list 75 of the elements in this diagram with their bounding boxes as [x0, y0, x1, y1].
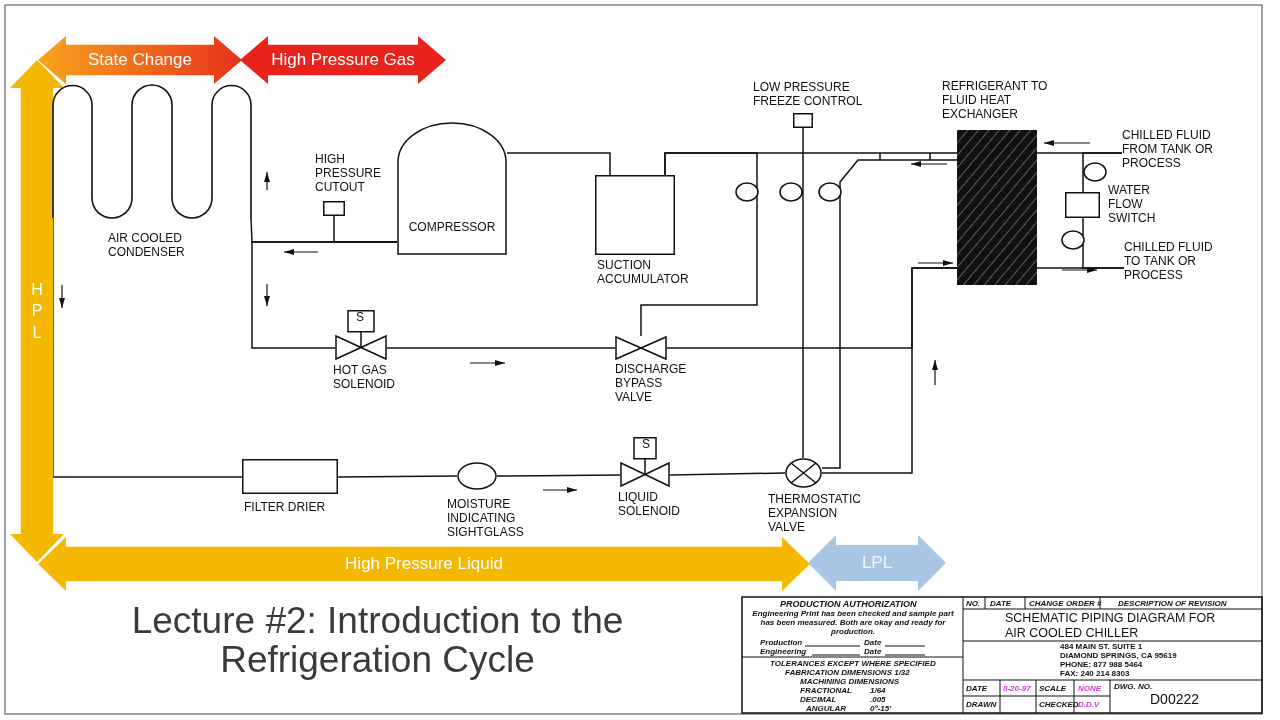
title-block-text: CHECKED — [1039, 700, 1079, 709]
pipe-line — [802, 127, 804, 459]
double-arrow-banner — [808, 535, 946, 591]
component-label: CHILLED FLUID FROM TANK OR PROCESS — [1122, 128, 1214, 170]
pipe-line — [506, 152, 611, 176]
pipe-line — [251, 241, 398, 349]
title-block-text: ANGULAR — [806, 704, 846, 713]
double-arrow-banner — [38, 36, 242, 84]
component-label: LIQUID SOLENOID — [618, 490, 681, 518]
title-block-text: DRAWN — [966, 700, 997, 709]
component-label: SUCTION ACCUMULATOR — [597, 258, 690, 286]
title-block-text: 1/64 — [870, 686, 886, 695]
pipe-line — [640, 152, 758, 337]
component-label: AIR COOLED CONDENSER — [108, 231, 186, 259]
title-block-text: PRODUCTION AUTHORIZATION — [780, 599, 917, 609]
title-block-text: NO. — [966, 599, 981, 608]
double-arrow-banner — [10, 60, 64, 562]
component-label: CHILLED FLUID TO TANK OR PROCESS — [1124, 240, 1214, 282]
component-label: MOISTURE INDICATING SIGHTGLASS — [447, 497, 525, 539]
compressor-tank — [397, 122, 507, 255]
pipe-line — [386, 347, 616, 349]
banner-label: HPL — [30, 279, 44, 343]
title-block-text: DWG. NO. — [1114, 682, 1153, 691]
form-value: D.D.V — [1078, 700, 1100, 709]
form-value: 8-20-97 — [1003, 684, 1031, 693]
pipe-line — [666, 267, 958, 349]
component-label: HIGH PRESSURE CUTOUT — [315, 152, 383, 194]
component-label: WATER FLOW SWITCH — [1108, 183, 1157, 225]
title-block-text: DIAMOND SPRINGS, CA 95619 — [1060, 651, 1177, 660]
title-block-text: SCALE — [1039, 684, 1067, 693]
banner-label: LPL — [861, 553, 893, 573]
double-arrow-banner — [38, 537, 810, 591]
pipe-line — [337, 475, 458, 478]
component-label: HOT GAS SOLENOID — [333, 363, 396, 391]
title-block-text: DATE — [966, 684, 988, 693]
title-block-text: .005 — [870, 695, 886, 704]
pipe-line — [669, 472, 786, 476]
title-block-text: CHANGE ORDER # — [1029, 599, 1102, 608]
solenoid-letter: S — [355, 310, 365, 324]
title-block-text: Date — [864, 647, 882, 656]
title-block-text: Engineering — [760, 647, 807, 656]
component-label: FILTER DRIER — [244, 500, 327, 514]
title-block-text: TOLERANCES EXCEPT WHERE SPECIFIED — [770, 659, 936, 668]
title-block-text: Production — [760, 638, 803, 647]
banner-label: High Pressure Liquid — [345, 554, 503, 574]
component-label: LOW PRESSURE FREEZE CONTROL — [753, 80, 864, 108]
title-block-text: MACHINING DIMENSIONS — [800, 677, 900, 686]
title-block-text: DECIMAL — [800, 695, 837, 704]
double-arrow-banner — [240, 36, 446, 84]
title-block-text: SCHEMATIC PIPING DIAGRAM FOR AIR COOLED CHILLER — [1005, 611, 1217, 641]
title-block-text: 484 MAIN ST. SUITE 1 — [1060, 642, 1143, 651]
title-block-text: D00222 — [1150, 692, 1200, 707]
title-block-text: DATE — [990, 599, 1012, 608]
title-block-text: DESCRIPTION OF REVISION — [1118, 599, 1227, 608]
title-block-text: Date — [864, 638, 882, 647]
banner-label: High Pressure Gas — [271, 50, 415, 70]
title-block-text: FAX: 240 214 8303 — [1060, 669, 1130, 678]
solenoid-letter: S — [641, 437, 651, 451]
component-label: THERMOSTATIC EXPANSION VALVE — [768, 492, 862, 534]
title-block-text: FRACTIONAL — [800, 686, 852, 695]
slide-title: Lecture #2: Introduction to the Refrigeration Cycle — [130, 601, 625, 679]
approval-note: Engineering Print has been checked and sample part has been measured. Both are okay and ready for production. — [751, 609, 955, 636]
form-value: NONE — [1078, 684, 1102, 693]
banner-label: State Change — [88, 50, 192, 70]
pipe-line — [821, 159, 958, 469]
pipe-line — [664, 152, 958, 176]
component-label: REFRIGERANT TO FLUID HEAT EXCHANGER — [942, 79, 1049, 121]
title-block-text: PHONE: 877 988 5464 — [1060, 660, 1143, 669]
component-label: COMPRESSOR — [407, 220, 497, 234]
pipe-line — [496, 474, 621, 477]
title-block-text: FABRICATION DIMENSIONS 1/32 — [785, 668, 910, 677]
pipe-line — [1082, 217, 1125, 269]
title-block-text: 0°-15' — [870, 704, 892, 713]
pipe-line — [1082, 152, 1123, 193]
component-label: DISCHARGE BYPASS VALVE — [615, 362, 688, 404]
